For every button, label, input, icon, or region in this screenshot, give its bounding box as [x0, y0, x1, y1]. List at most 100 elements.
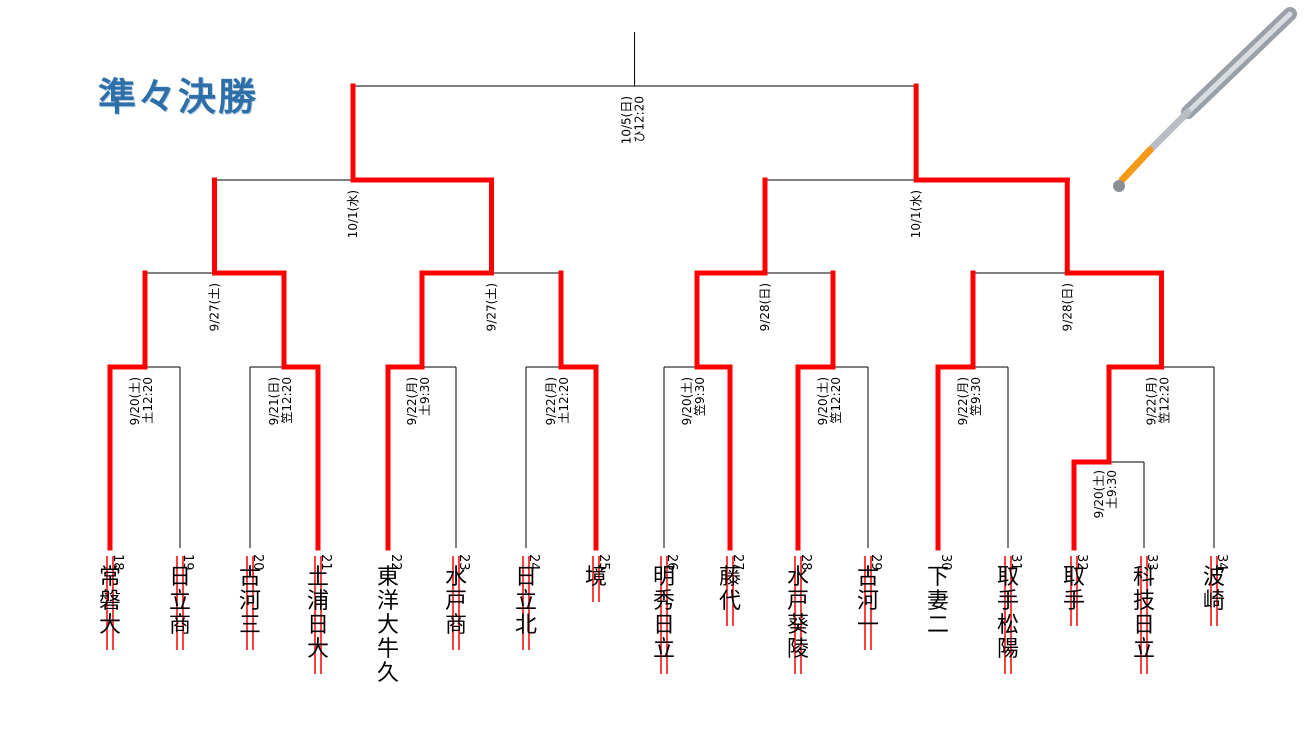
date-text: 9/28(日): [1060, 283, 1074, 331]
team-name: 波崎: [1203, 565, 1225, 614]
team-name: 境: [585, 565, 607, 590]
match-date: 9/22(月)土9:30: [405, 377, 432, 425]
match-date: 9/22(月)土12:20: [544, 377, 571, 425]
team-seed: 34: [1214, 554, 1229, 571]
team-seed: 24: [526, 554, 541, 571]
strike-line: [314, 556, 322, 674]
date-text: 10/1(水): [346, 190, 360, 238]
team-seed: 30: [938, 554, 953, 571]
winner-path: [1064, 177, 1164, 276]
team-seed: 26: [664, 554, 679, 571]
winner-path: [1106, 270, 1164, 370]
team-name: 科技日立: [1133, 565, 1155, 662]
date-text: 9/28(日): [758, 283, 772, 331]
team-seed: 32: [1074, 554, 1089, 571]
team-name: 藤代: [719, 565, 741, 614]
team-entry: 25境: [585, 554, 611, 590]
strike-line: [176, 556, 184, 650]
date-text: 9/27(土): [208, 283, 222, 331]
strike-line: [1070, 556, 1078, 626]
match-date: 9/20(土)笠12:20: [816, 377, 843, 425]
team-name: 日立商: [169, 565, 191, 638]
date-text: 笠12:20: [279, 377, 294, 424]
match-date: 9/27(土): [208, 283, 222, 331]
match-date: 9/20(土)土9:30: [1092, 470, 1119, 518]
date-text: 土12:20: [557, 377, 571, 424]
winner-path-lines: [107, 83, 1164, 551]
winner-path: [281, 270, 321, 551]
team-name: 取手松陽: [997, 565, 1019, 662]
date-text: 笠9:30: [968, 377, 983, 416]
date-text: 9/20(土): [1092, 470, 1106, 518]
team-seed: 33: [1144, 554, 1159, 571]
winner-path: [385, 270, 425, 551]
team-seed: 23: [456, 554, 471, 571]
team-name: 古河三: [239, 565, 261, 638]
date-text: 9/20(土): [680, 377, 694, 425]
match-date: 10/1(水): [909, 190, 923, 238]
strike-line: [794, 556, 802, 674]
winner-path: [913, 83, 1070, 183]
team-seed: 28: [798, 554, 813, 571]
final-line: [353, 32, 917, 87]
team-name: 古河一: [857, 565, 879, 638]
date-text: 9/22(月): [405, 377, 419, 425]
date-text: 笠12:20: [1157, 377, 1172, 424]
team-seed: 31: [1008, 554, 1023, 571]
winner-path: [694, 270, 733, 551]
team-name: 土浦日大: [307, 565, 329, 662]
final-date: 10/5(日)ひ12:20: [620, 96, 647, 144]
date-text: 9/22(月): [1145, 377, 1159, 425]
date-text: 9/20(土): [128, 377, 142, 425]
date-text: 9/21(日): [267, 377, 281, 425]
strike-line: [1004, 556, 1012, 674]
winner-path: [1071, 364, 1112, 551]
team-name: 取手: [1063, 565, 1085, 614]
winner-path: [558, 270, 599, 551]
date-text: 笠9:30: [692, 377, 707, 416]
team-seed: 18: [110, 554, 125, 571]
bracket-lines: [109, 32, 1215, 548]
date-text: 9/22(月): [956, 377, 970, 425]
match-date: 9/27(土): [485, 283, 499, 331]
team-seed: 21: [318, 554, 333, 571]
match-date: 9/21(日)笠12:20: [267, 377, 294, 425]
date-text: 9/22(月): [544, 377, 558, 425]
winner-path: [350, 83, 494, 183]
team-seed: 29: [868, 554, 883, 571]
strike-line: [592, 556, 600, 602]
date-text: 10/5(日): [620, 96, 634, 144]
team-name: 常磐大: [99, 565, 121, 638]
team-seed: 20: [250, 554, 265, 571]
match-date: 9/28(日): [758, 283, 772, 331]
date-text: ひ12:20: [633, 96, 647, 143]
baseball-bat-icon: [1113, 7, 1297, 192]
match-date: 9/22(月)笠12:20: [1145, 377, 1172, 425]
page-title: 準々決勝: [98, 74, 259, 119]
strike-line: [106, 556, 114, 650]
team-name: 水戸商: [445, 565, 467, 638]
strike-line: [1140, 556, 1148, 674]
match-date: 10/1(水): [346, 190, 360, 238]
team-seed: 22: [388, 554, 403, 571]
team-name: 東洋大牛久: [377, 565, 399, 686]
date-text: 土12:20: [141, 377, 155, 424]
team-seed: 25: [596, 554, 611, 571]
strike-line: [522, 556, 530, 650]
match-date: 9/20(土)笠9:30: [680, 377, 707, 425]
strike-line: [726, 556, 734, 626]
strike-line: [1210, 556, 1218, 626]
date-text: 10/1(水): [909, 190, 923, 238]
